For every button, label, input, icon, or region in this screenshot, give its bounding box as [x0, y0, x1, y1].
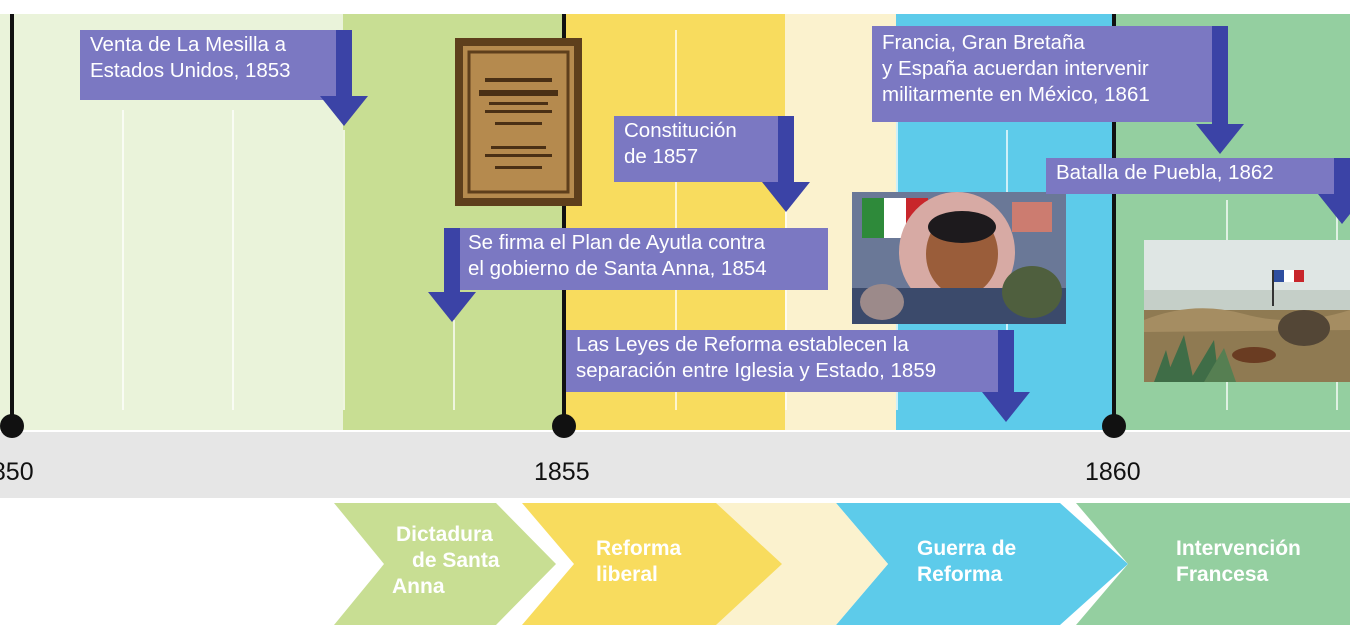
event-label-mesilla: Venta de La Mesilla a Estados Unidos, 18…	[80, 30, 336, 100]
year-line	[122, 110, 124, 410]
event-text-line: Estados Unidos, 1853	[90, 59, 291, 82]
event-text-line: el gobierno de Santa Anna, 1854	[468, 257, 767, 280]
year-line	[785, 210, 787, 410]
period-text-line: Dictadura	[396, 523, 493, 546]
year-line	[675, 30, 677, 410]
event-text-line: Batalla de Puebla, 1862	[1056, 161, 1274, 184]
chevron-reforma-liberal	[522, 503, 782, 625]
major-year-line-1850	[10, 14, 14, 428]
period-text-line: Anna	[392, 575, 445, 598]
event-arrow-head	[762, 182, 810, 212]
event-text-line: militarmente en México, 1861	[882, 83, 1150, 106]
juarez-mural-image	[852, 192, 1066, 324]
year-label-1855: 1855	[534, 458, 590, 486]
event-label-puebla: Batalla de Puebla, 1862	[1046, 158, 1334, 194]
event-text-line: Se firma el Plan de Ayutla contra	[468, 231, 766, 254]
event-arrow-stem	[336, 30, 352, 100]
period-label-guerra-reforma: Guerra de Reforma	[917, 536, 1016, 588]
chevron-pale	[716, 503, 888, 625]
year-line	[453, 320, 455, 410]
chevron-intervencion	[1076, 503, 1350, 625]
period-text-line: Francesa	[1176, 563, 1269, 586]
period-chevrons	[334, 503, 1350, 625]
major-year-line-1855	[562, 14, 566, 428]
year-line	[232, 110, 234, 410]
period-text-line: liberal	[596, 563, 658, 586]
event-arrow-stem	[998, 330, 1014, 394]
period-label-intervencion: Intervención Francesa	[1176, 536, 1301, 588]
event-text-line: separación entre Iglesia y Estado, 1859	[576, 359, 937, 382]
event-label-ayutla: Se firma el Plan de Ayutla contra el gob…	[458, 228, 828, 290]
event-text-line: y España acuerdan intervenir	[882, 57, 1149, 80]
event-text-line: de 1857	[624, 145, 699, 168]
event-arrow-head	[320, 96, 368, 126]
period-text-line: de Santa	[412, 549, 500, 572]
event-label-intervenir: Francia, Gran Bretaña y España acuerdan …	[872, 26, 1212, 122]
period-text-line: Reforma	[596, 537, 682, 560]
chevron-guerra-reforma	[836, 503, 1128, 625]
event-arrow-head	[428, 292, 476, 322]
timeline-axis	[0, 432, 1350, 498]
event-arrow-head	[1196, 124, 1244, 154]
event-arrow-stem	[778, 116, 794, 186]
period-text-line: Reforma	[917, 563, 1003, 586]
major-year-line-1860	[1112, 14, 1116, 428]
battle-painting-image	[1144, 240, 1350, 382]
chevron-santa-anna	[334, 503, 556, 625]
year-dot-1855	[552, 414, 576, 438]
event-text-line: Francia, Gran Bretaña	[882, 31, 1085, 54]
period-label-santa-anna: Dictadura de Santa Anna	[392, 522, 500, 600]
constitution-book-image	[455, 38, 582, 206]
event-label-leyes: Las Leyes de Reforma establecen la separ…	[566, 330, 998, 392]
period-text-line: Intervención	[1176, 537, 1301, 560]
year-line	[343, 130, 345, 410]
event-arrow-stem	[1334, 158, 1350, 198]
period-text-line: Guerra de	[917, 537, 1017, 560]
event-arrow-head	[1318, 194, 1350, 224]
event-text-line: Las Leyes de Reforma establecen la	[576, 333, 909, 356]
year-label-1860: 1860	[1085, 458, 1141, 486]
event-text-line: Constitución	[624, 119, 737, 142]
year-label-1850: 1850	[0, 458, 34, 486]
year-dot-1850	[0, 414, 24, 438]
year-dot-1860	[1102, 414, 1126, 438]
event-arrow-stem	[1212, 26, 1228, 126]
event-arrow-head	[982, 392, 1030, 422]
event-arrow-stem	[444, 228, 460, 296]
event-label-constitucion: Constitución de 1857	[614, 116, 778, 182]
period-label-reforma-liberal: Reforma liberal	[596, 536, 681, 588]
event-text-line: Venta de La Mesilla a	[90, 33, 287, 56]
